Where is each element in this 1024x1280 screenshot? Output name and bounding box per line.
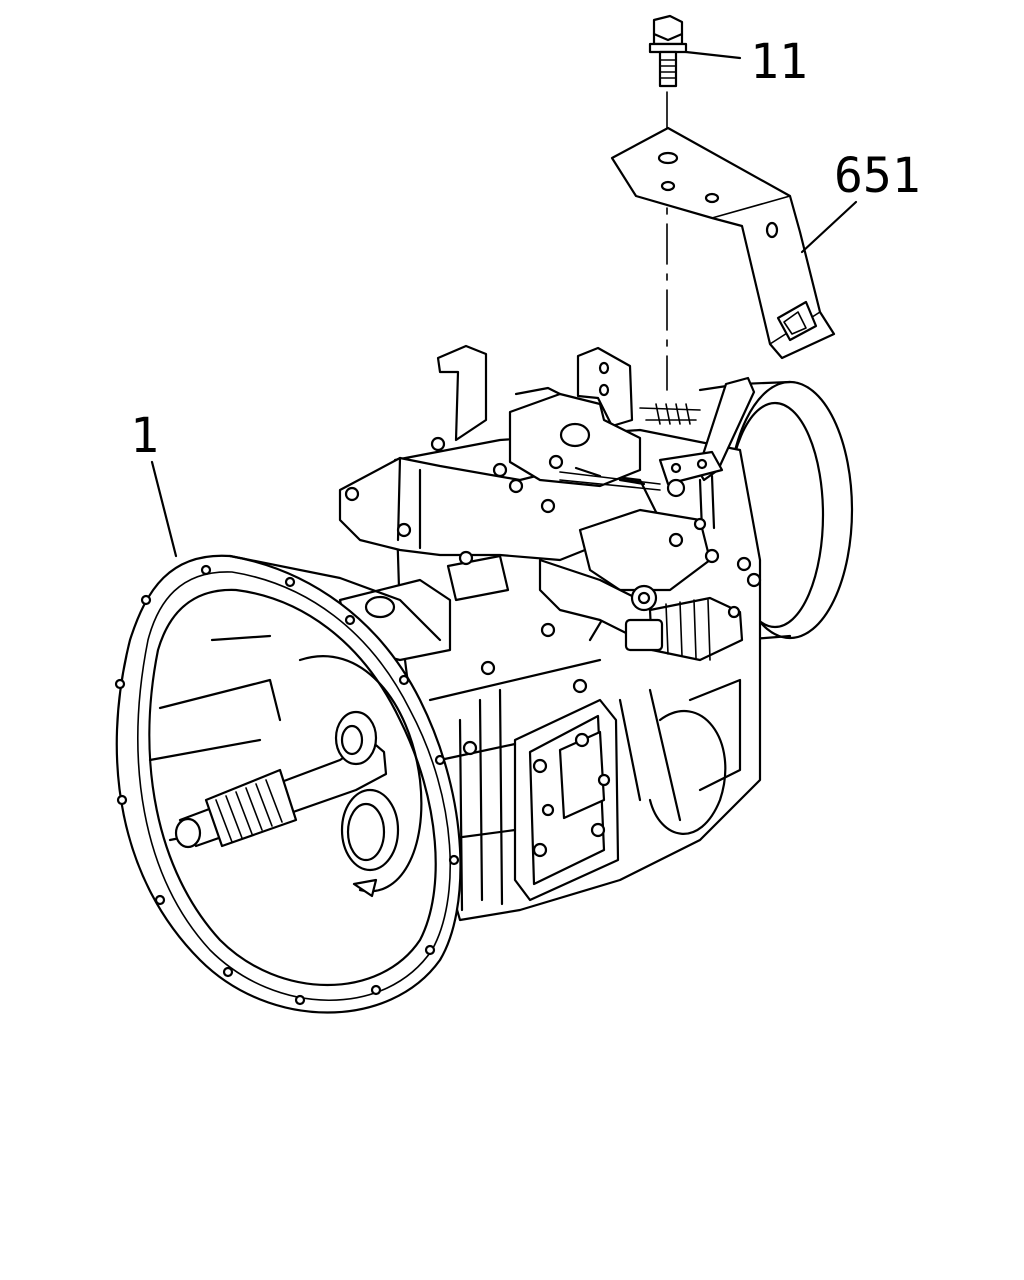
bolt-leader-line xyxy=(684,50,742,60)
transmission-leader-line xyxy=(150,460,178,558)
callout-label-bracket: 651 xyxy=(834,148,921,204)
callout-label-bolt: 11 xyxy=(750,34,808,90)
bracket-part[interactable] xyxy=(610,126,836,360)
transmission-assembly[interactable] xyxy=(114,344,854,1014)
bracket-leader-line xyxy=(800,200,858,254)
callout-label-transmission: 1 xyxy=(130,408,159,464)
bolt-part[interactable] xyxy=(648,14,688,88)
